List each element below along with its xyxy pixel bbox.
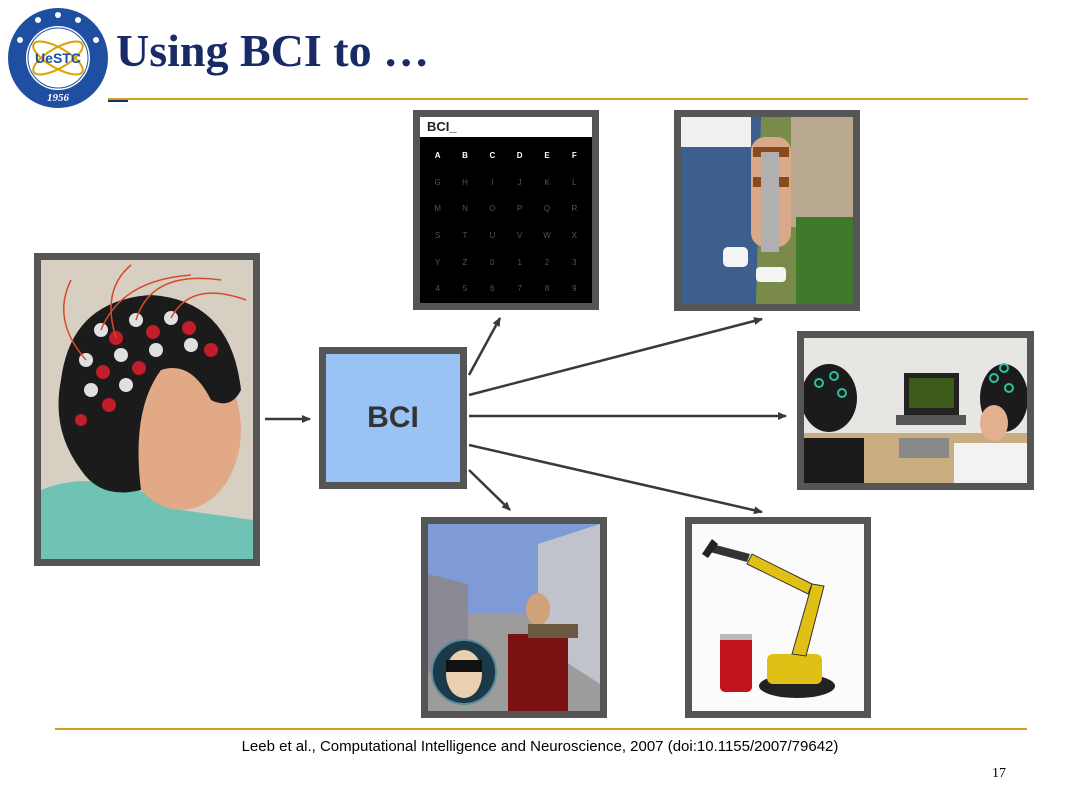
citation: Leeb et al., Computational Intelligence … (241, 738, 839, 755)
speller-cell: 6 (490, 284, 495, 294)
speller-cell: Q (543, 204, 551, 214)
speller-cell: 3 (572, 257, 577, 267)
speller-cell: U (489, 230, 496, 240)
speller-cell: X (571, 230, 577, 240)
speller-cell: 9 (572, 284, 577, 294)
speller-cell: L (572, 177, 577, 187)
hand-orthosis-photo (674, 110, 860, 311)
title-underline-accent (108, 100, 128, 102)
university-logo: UeSTC 1956 (8, 8, 108, 108)
speller-cell: W (543, 230, 551, 240)
speller-cell: 5 (462, 284, 468, 294)
speller-cell: B (462, 151, 468, 160)
eeg-cap-illustration (41, 260, 253, 559)
arrow-bci-to-speller (467, 317, 502, 376)
speller-cell: P (516, 204, 523, 214)
eeg-cap-photo (34, 253, 260, 566)
speller-cell: N (462, 204, 468, 214)
virtual-reality-illustration (428, 524, 600, 711)
speller-cell: Z (462, 257, 468, 267)
speller-cell: C (489, 151, 496, 160)
speller-cell: 2 (544, 257, 550, 267)
p300-speller-screen: BCI_ A B C D E F G H I J K L M N O P Q R S T U V W X Y Z 0 1 2 3 4 5 6 7 8… (413, 110, 599, 310)
speller-cell: I (491, 177, 494, 187)
speller-cell: F (571, 151, 577, 160)
robot-arm-photo (685, 517, 871, 718)
robot-arm-illustration (692, 524, 864, 711)
page-number: 17 (992, 766, 1006, 781)
title-underline (108, 98, 1028, 100)
speller-cell: S (434, 230, 441, 240)
speller-cell: G (434, 177, 441, 187)
speller-cell: 1 (517, 257, 522, 267)
footer-rule (55, 728, 1027, 730)
arrow-bci-to-orthosis (468, 317, 763, 397)
speller-cell: A (434, 151, 441, 160)
speller-cell: T (462, 230, 468, 240)
speller-output-text: BCI_ (420, 117, 592, 137)
arrow-bci-to-robot-arm (468, 443, 763, 515)
speller-cell: R (571, 204, 578, 214)
speller-cell: 0 (490, 257, 495, 267)
speller-cell: 4 (435, 284, 440, 294)
speller-cell: 8 (544, 284, 550, 294)
slide-title: Using BCI to … (116, 25, 430, 76)
speller-cell: D (516, 151, 523, 160)
hand-orthosis-illustration (681, 117, 853, 304)
speller-cell: K (544, 177, 550, 187)
speller-cell: M (434, 204, 441, 214)
arrow-bci-to-virtual-reality (468, 469, 511, 511)
bci-box: BCI (319, 347, 467, 489)
speller-cell: Y (434, 257, 441, 267)
speller-cell: V (516, 230, 523, 240)
speller-cell: J (517, 177, 522, 187)
bci-gaming-illustration (804, 338, 1027, 483)
logo-center-text: UeSTC (35, 50, 81, 66)
speller-cell: 7 (517, 284, 522, 294)
speller-cell: O (489, 204, 496, 214)
bci-gaming-photo (797, 331, 1034, 490)
speller-character-grid: A B C D E F G H I J K L M N O P Q R S T U V W X Y Z 0 1 2 3 4 5 6 7 8 9 (424, 143, 588, 303)
speller-cell: H (462, 177, 468, 187)
logo-year: 1956 (47, 92, 70, 104)
speller-cell: E (544, 151, 550, 160)
bci-label: BCI (367, 401, 419, 434)
virtual-reality-photo (421, 517, 607, 718)
